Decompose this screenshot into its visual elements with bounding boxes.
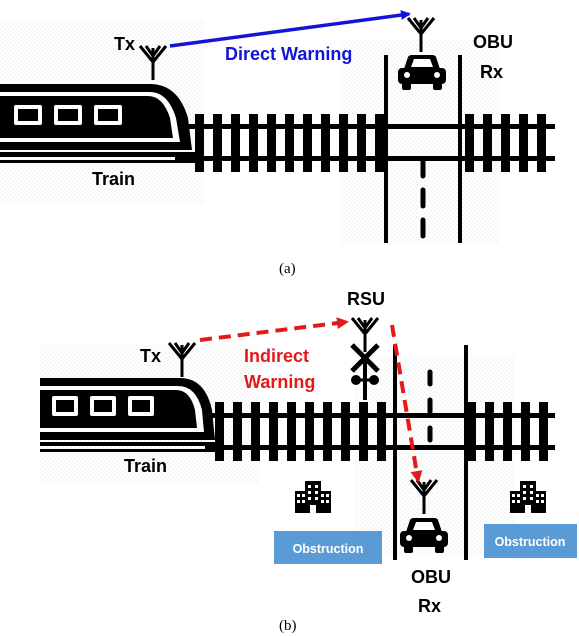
- rail-tie: [303, 114, 312, 172]
- direct-warning-arrow: [169, 10, 411, 48]
- rail-tie: [501, 114, 510, 172]
- rail-tie: [341, 402, 350, 461]
- rail-tie: [357, 114, 366, 172]
- obstruction-right: Obstruction: [484, 524, 577, 558]
- rail-tie: [503, 402, 512, 461]
- rail-tie: [285, 114, 294, 172]
- rail-tie: [249, 114, 258, 172]
- building-icon: [295, 481, 331, 513]
- road: [384, 55, 462, 243]
- rail-tie: [375, 114, 384, 172]
- rail-tie: [231, 114, 240, 172]
- rail-tie: [195, 114, 204, 172]
- panel-b: Obstruction Obstruction RSU Tx Indirect …: [40, 289, 577, 634]
- rail-tie: [267, 114, 276, 172]
- obstruction-right-label: Obstruction: [495, 535, 566, 549]
- indirect-warning-arrow-to-rsu: [199, 317, 349, 342]
- rail-tie: [339, 114, 348, 172]
- rail-tie: [321, 114, 330, 172]
- rail-tie: [233, 402, 242, 461]
- rail-tie: [215, 402, 224, 461]
- warning-label: Warning: [244, 372, 315, 392]
- obu-label: OBU: [473, 32, 513, 52]
- building-icon: [510, 481, 546, 513]
- rail-tie: [521, 402, 530, 461]
- rail-tie: [539, 402, 548, 461]
- road: [393, 345, 468, 560]
- obu-label: OBU: [411, 567, 451, 587]
- rail-tie: [287, 402, 296, 461]
- tx-label: Tx: [114, 34, 135, 54]
- rail-tie: [251, 402, 260, 461]
- train-label: Train: [124, 456, 167, 476]
- tx-label: Tx: [140, 346, 161, 366]
- railway-track: [205, 402, 555, 461]
- caption-b: (b): [279, 618, 297, 634]
- rx-label: Rx: [480, 62, 503, 82]
- indirect-warning-arrow-to-obu: [390, 324, 423, 483]
- panel-a: Tx Direct Warning OBU Rx Train (a): [0, 10, 555, 277]
- rail-tie: [483, 114, 492, 172]
- rail-tie: [467, 402, 476, 461]
- rail-tie: [519, 114, 528, 172]
- rail-tie: [269, 402, 278, 461]
- crossing-sign-icon: [350, 343, 380, 400]
- rail-tie: [465, 114, 474, 172]
- train-label: Train: [92, 169, 135, 189]
- rail-tie: [305, 402, 314, 461]
- direct-warning-label: Direct Warning: [225, 44, 352, 64]
- train-icon: [40, 378, 218, 452]
- rail-tie: [213, 114, 222, 172]
- rail-tie: [359, 402, 368, 461]
- rx-label: Rx: [418, 596, 441, 616]
- obstruction-left-label: Obstruction: [293, 542, 364, 556]
- rail-tie: [485, 402, 494, 461]
- caption-a: (a): [279, 261, 296, 277]
- rail-tie: [537, 114, 546, 172]
- indirect-label: Indirect: [244, 346, 309, 366]
- train-icon: [0, 84, 195, 163]
- railway-track: [175, 114, 555, 172]
- rail-tie: [323, 402, 332, 461]
- rail-tie: [377, 402, 386, 461]
- obstruction-left: Obstruction: [274, 531, 382, 564]
- rsu-label: RSU: [347, 289, 385, 309]
